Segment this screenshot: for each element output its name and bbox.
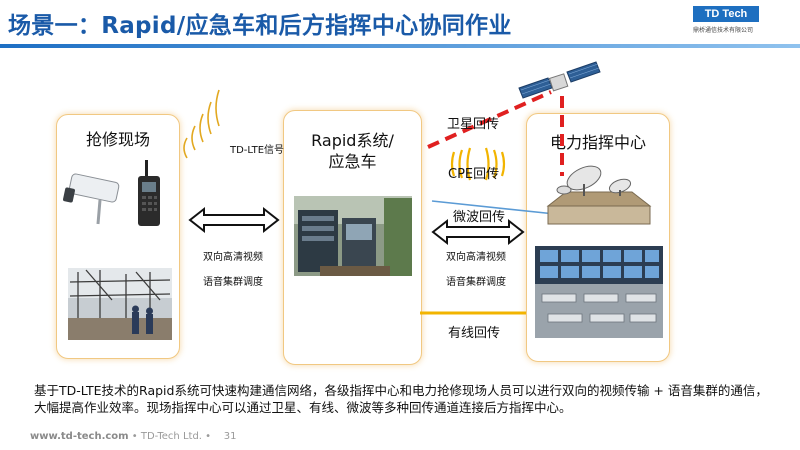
microwave-backhaul-label: 微波回传 (453, 210, 506, 225)
left-voice-label: 语音集群调度 (203, 277, 263, 288)
rapid-title-line1: Rapid系统/ (311, 131, 394, 150)
lte-signal-label: TD-LTE信号 (230, 145, 285, 156)
lte-signal-icon (183, 89, 220, 159)
page-title: 场景一：Rapid/应急车和后方指挥中心协同作业 (8, 13, 512, 39)
satellite-station-icon (546, 165, 652, 225)
right-double-arrow (431, 218, 525, 246)
left-video-label: 双向高清视频 (203, 252, 263, 263)
microwave-link (431, 200, 556, 215)
walkie-talkie-icon (138, 160, 160, 226)
surveillance-camera-icon (63, 173, 120, 225)
command-center-title: 电力指挥中心 (549, 133, 646, 152)
title-underline (0, 44, 800, 48)
wired-backhaul-label: 有线回传 (448, 326, 501, 341)
satellite-backhaul-label: 卫星回传 (447, 117, 500, 132)
footer: www.td-tech.com • TD-Tech Ltd. • 31 (30, 431, 237, 442)
right-video-label: 双向高清视频 (446, 252, 506, 263)
scenario-description: 基于TD-LTE技术的Rapid系统可快速构建通信网络，各级指挥中心和电力抢修现… (34, 383, 768, 415)
footer-separator: • (205, 431, 212, 442)
logo-mark: TD Tech (693, 6, 759, 22)
footer-company: TD-Tech Ltd. (140, 431, 202, 442)
satellite-link-uplink (427, 90, 552, 149)
left-double-arrow (188, 206, 280, 234)
control-room-photo (535, 246, 663, 338)
footer-url: www.td-tech.com (30, 431, 129, 442)
satellite-icon (518, 61, 601, 99)
company-logo: TD Tech 鼎桥通信技术有限公司 (693, 6, 793, 36)
page-number: 31 (223, 431, 237, 442)
footer-separator: • (131, 431, 138, 442)
repair-site-title: 抢修现场 (85, 130, 150, 149)
right-voice-label: 语音集群调度 (446, 277, 506, 288)
cpe-backhaul-label: CPE回传 (448, 167, 500, 182)
logo-subtext: 鼎桥通信技术有限公司 (693, 27, 754, 34)
rapid-title-line2: 应急车 (328, 152, 377, 171)
cpe-wave-icon (450, 147, 506, 181)
repair-site-photo (68, 268, 172, 340)
rapid-equipment-photo (294, 196, 412, 276)
